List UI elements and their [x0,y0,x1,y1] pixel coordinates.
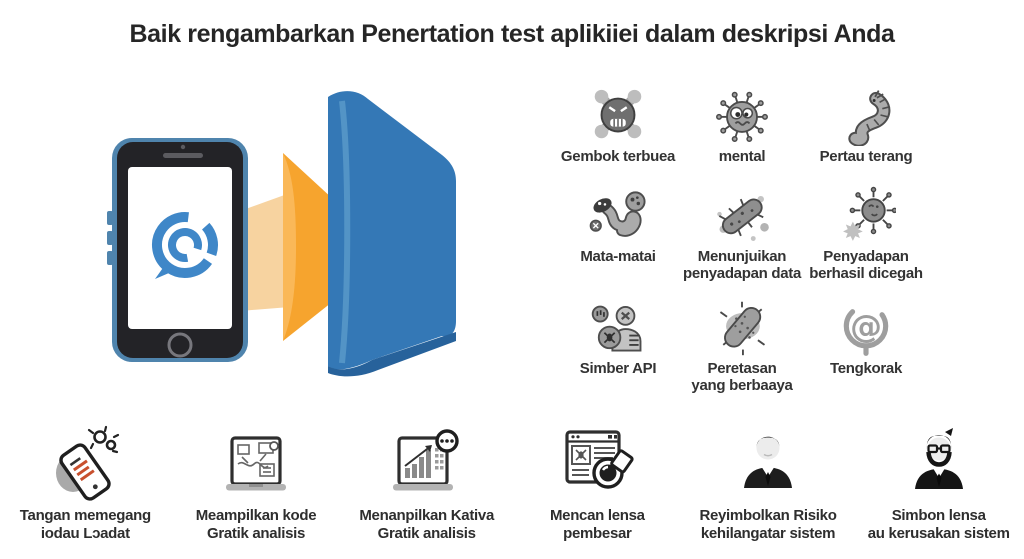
grid-item-label: Menunjuikan penyadapan data [682,248,802,282]
svg-text:@: @ [850,307,882,345]
grid-item-label: Penyadapan berhasil dicegah [809,248,923,282]
grid-item-label: Pertau terang [819,148,913,165]
grid-item-label: mental [718,148,766,165]
grid-item-penyadapan-dicegah: Penyadapan berhasil dicegah [804,184,928,296]
grid-item-label: Mata-matai [580,248,656,265]
businessman-icon [730,422,806,502]
grid-item-mental: mental [680,84,804,184]
virus-blocked-icon [836,184,896,246]
feature-item-label: Meampilkan kode Gratik analisis [195,507,317,542]
magnifier-logo-icon [152,212,218,279]
grid-item-pertau-terang: Pertau terang [804,84,928,184]
hacker-user-icon [588,296,648,358]
virus-face-icon [712,84,772,146]
feature-item-hand-phone: Tangan memegang iodau Lɔadat [0,422,171,543]
at-symbol-icon: @ [836,296,896,358]
grid-item-label: Peretasan yang berbaaya [691,360,793,394]
grid-item-mata-matai: Mata-matai [556,184,680,296]
grid-item-gembok-terbuea: Gembok terbuea [556,84,680,184]
feature-item-label: Reyimbolkan Risiko kehilangatar sistem [699,507,837,542]
feature-item-laptop-code: Meampilkan kode Gratik analisis [171,422,342,543]
browser-magnifier-icon [559,422,635,502]
feature-item-laptop-chart: Menanpilkan Kativa Gratik analisis [341,422,512,543]
feature-item-label: Mencan lensa pembesar [549,507,645,542]
grid-item-peretasan-berbaaya: Peretasan yang berbaaya [680,296,804,406]
page-title: Baik rengambarkan Penertation test aplik… [129,20,895,48]
laptop-code-icon [218,422,294,502]
businessman-glasses-icon [901,422,977,502]
feature-item-label: Menanpilkan Kativa Gratik analisis [359,507,494,542]
bacteria-icon [711,184,773,246]
blue-book-icon [328,91,456,377]
phone-to-book-illustration [90,83,470,383]
grid-item-simber-api: Simber API [556,296,680,406]
feature-item-browser-magnifier: Mencan lensa pembesar [512,422,683,543]
grid-item-penyadapan-data: Menunjuikan penyadapan data [680,184,804,296]
grid-item-tengkorak: @ Tengkorak [804,296,928,406]
laptop-chart-icon [389,422,465,502]
grid-item-label: Simber API [579,360,657,377]
caterpillar-icon [837,84,895,146]
hand-holding-phone-icon [47,422,123,502]
pill-capsule-icon [712,296,772,358]
threat-grid: Gembok terbuea [556,84,928,406]
feature-item-businessman: Reyimbolkan Risiko kehilangatar sistem [683,422,854,543]
feature-item-label: Tangan memegang iodau Lɔadat [19,507,151,542]
feature-row: Tangan memegang iodau Lɔadat [0,422,1024,543]
grid-item-label: Gembok terbuea [560,148,676,165]
spy-worm-icon [587,184,649,246]
feature-item-label: Simbon lensa au kerusakan sistem [867,507,1010,542]
grid-item-label: Tengkorak [829,360,903,377]
virus-crossbones-icon [587,84,649,146]
smartphone-icon [107,138,248,362]
feature-item-businessman-glasses: Simbon lensa au kerusakan sistem [853,422,1024,543]
